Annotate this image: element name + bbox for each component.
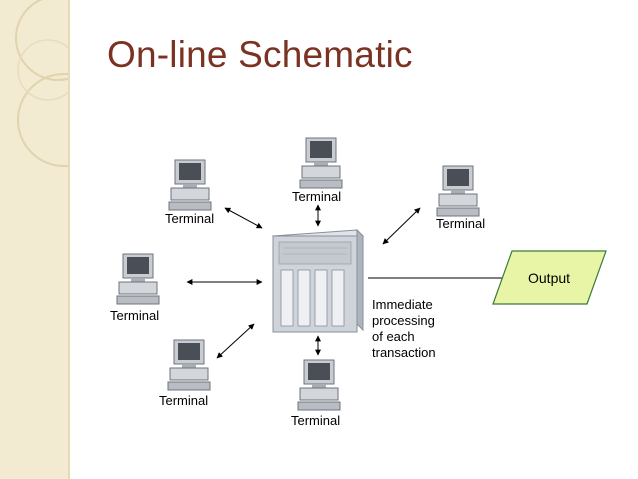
terminal-icon-left	[116, 253, 160, 305]
output-shape	[492, 250, 607, 305]
server-icon	[271, 228, 365, 333]
output-label: Output	[528, 270, 571, 286]
terminal-label-bottom: Terminal	[291, 413, 341, 428]
processing-note-line: Immediate	[372, 297, 433, 312]
slide-title: On-line Schematic	[107, 34, 413, 75]
processing-note-line: processing	[372, 313, 435, 328]
decorative-circles	[15, 0, 68, 167]
terminal-label-upper-left: Terminal	[165, 211, 215, 226]
terminal-icon-bottom	[297, 359, 341, 411]
terminal-icon-top	[299, 137, 343, 189]
terminal-label-left: Terminal	[110, 308, 160, 323]
terminal-label-top: Terminal	[292, 189, 342, 204]
processing-note: Immediate processing of each transaction	[372, 297, 436, 361]
terminal-icon-upper-right	[436, 165, 480, 217]
terminal-label-upper-right: Terminal	[436, 216, 486, 231]
processing-note-line: of each	[372, 329, 415, 344]
arrow-upper-left	[224, 207, 263, 229]
terminal-label-lower-left: Terminal	[159, 393, 209, 408]
processing-note-line: transaction	[372, 345, 436, 360]
terminal-icon-upper-left	[168, 159, 212, 211]
decorative-side-band	[0, 0, 70, 479]
arrow-lower-left	[216, 323, 255, 359]
terminal-icon-lower-left	[167, 339, 211, 391]
arrow-upper-right	[382, 207, 421, 245]
